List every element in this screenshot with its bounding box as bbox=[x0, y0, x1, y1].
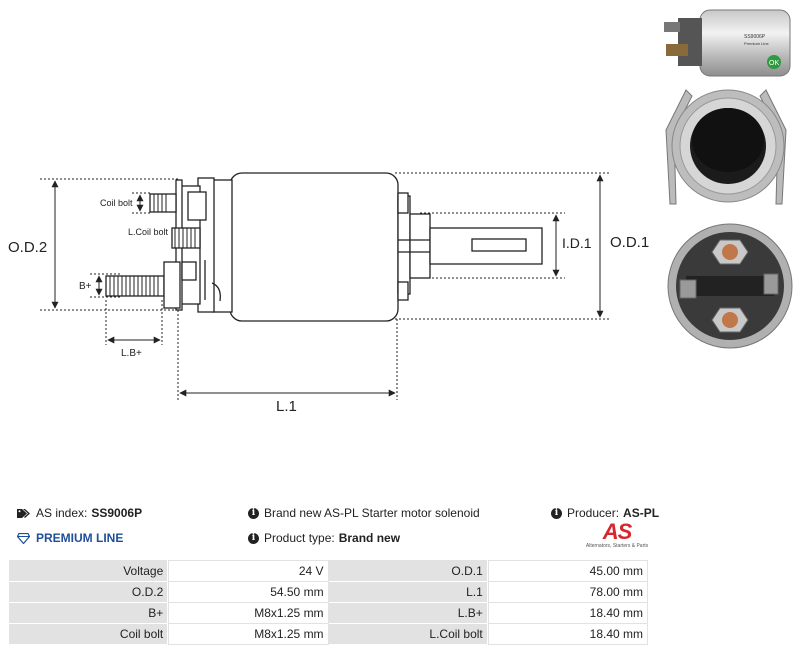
logo-subtitle: Alternators, Starters & Parts bbox=[585, 543, 649, 549]
premium-line: PREMIUM LINE bbox=[17, 531, 123, 545]
table-row: Coil bolt M8x1.25 mm L.Coil bolt 18.40 m… bbox=[9, 624, 648, 645]
info-icon: i bbox=[248, 507, 259, 519]
l1-label: L.1 bbox=[276, 398, 297, 415]
info-icon: i bbox=[551, 507, 562, 519]
table-row: B+ M8x1.25 mm L.B+ 18.40 mm bbox=[9, 603, 648, 624]
spec-value: 18.40 mm bbox=[487, 603, 648, 624]
tag-icon bbox=[17, 508, 30, 519]
spec-label: L.Coil bolt bbox=[328, 624, 488, 645]
dimension-arrows bbox=[51, 174, 604, 397]
as-index-value: SS9006P bbox=[91, 506, 143, 520]
description: i Brand new AS-PL Starter motor solenoid bbox=[248, 506, 480, 520]
spec-value: 78.00 mm bbox=[487, 582, 648, 603]
spec-value: M8x1.25 mm bbox=[168, 603, 329, 624]
description-text: Brand new AS-PL Starter motor solenoid bbox=[264, 506, 480, 520]
producer-value: AS-PL bbox=[623, 506, 660, 520]
id1-label: I.D.1 bbox=[562, 235, 592, 251]
l-coil-bolt-label: L.Coil bolt bbox=[128, 227, 169, 237]
spec-label: O.D.1 bbox=[328, 560, 488, 582]
producer-label: Producer: bbox=[567, 506, 620, 520]
diamond-icon bbox=[17, 532, 30, 544]
thread-marks bbox=[109, 194, 196, 296]
solenoid-outline bbox=[105, 172, 543, 322]
spec-value: 18.40 mm bbox=[487, 624, 648, 645]
spec-label: L.1 bbox=[328, 582, 488, 603]
spec-label: B+ bbox=[9, 603, 169, 624]
spec-label: L.B+ bbox=[328, 603, 488, 624]
premium-line-text: PREMIUM LINE bbox=[36, 531, 124, 545]
od1-label: O.D.1 bbox=[610, 234, 649, 251]
info-icon: i bbox=[248, 532, 259, 544]
spec-table: Voltage 24 V O.D.1 45.00 mm O.D.2 54.50 … bbox=[9, 560, 648, 645]
as-index-label: AS index: bbox=[36, 506, 88, 520]
product-photo-back bbox=[665, 89, 787, 205]
product-photo-front bbox=[667, 223, 793, 349]
spec-value: 45.00 mm bbox=[487, 560, 648, 582]
spec-value: M8x1.25 mm bbox=[168, 624, 329, 645]
product-photo-side: OK SS9006P Premium Line bbox=[664, 9, 791, 77]
spec-label: Coil bolt bbox=[9, 624, 169, 645]
product-type-value: Brand new bbox=[338, 531, 401, 545]
coil-bolt-label: Coil bolt bbox=[100, 198, 133, 208]
logo-mark: AS bbox=[602, 519, 633, 544]
table-row: O.D.2 54.50 mm L.1 78.00 mm bbox=[9, 582, 648, 603]
technical-drawing: O.D.2 O.D.1 I.D.1 L.1 L.B+ B+ Coil bolt … bbox=[8, 172, 649, 415]
ok-sticker: OK bbox=[769, 60, 779, 67]
spec-label: Voltage bbox=[9, 560, 169, 582]
photo-label-1: SS9006P bbox=[744, 34, 766, 40]
extension-lines bbox=[40, 172, 610, 400]
spec-value: 24 V bbox=[168, 560, 329, 582]
as-index: AS index: SS9006P bbox=[17, 506, 142, 520]
producer: i Producer: AS-PL bbox=[551, 506, 659, 520]
od2-label: O.D.2 bbox=[8, 239, 47, 256]
table-row: Voltage 24 V O.D.1 45.00 mm bbox=[9, 560, 648, 582]
product-type: i Product type: Brand new bbox=[248, 531, 400, 545]
photo-label-2: Premium Line bbox=[744, 41, 769, 46]
lbplus-label: L.B+ bbox=[121, 348, 142, 359]
spec-value: 54.50 mm bbox=[168, 582, 329, 603]
product-type-label: Product type: bbox=[264, 531, 335, 545]
as-logo: AS Alternators, Starters & Parts bbox=[584, 519, 650, 550]
bplus-label: B+ bbox=[79, 281, 92, 292]
spec-label: O.D.2 bbox=[9, 582, 169, 603]
